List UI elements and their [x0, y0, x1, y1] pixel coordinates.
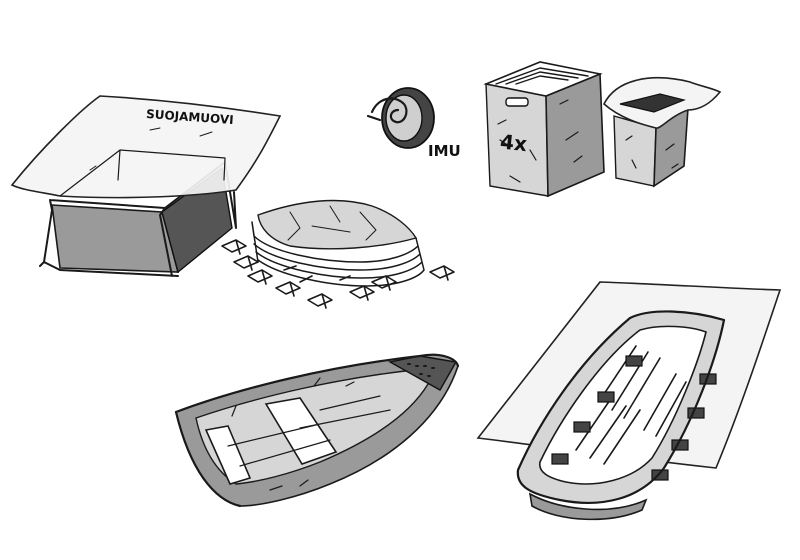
nested-boxes: 4x — [483, 61, 605, 198]
clamp — [221, 239, 247, 255]
clamp — [429, 265, 455, 281]
lined-box-scratches — [625, 135, 679, 169]
frame-tub-with-cover: SUOJAMUOVI — [10, 95, 282, 277]
box-inner-rims — [495, 67, 589, 85]
pump-handle — [366, 97, 408, 124]
stretcher-handle — [573, 421, 591, 433]
boat-scratches — [197, 377, 355, 491]
clamp — [283, 265, 351, 283]
boat-rivets — [407, 363, 435, 377]
clamp — [307, 293, 333, 309]
lined-box — [603, 76, 722, 188]
stretcher-handle — [597, 391, 615, 403]
cover-sheet — [10, 95, 282, 199]
clamp — [247, 269, 273, 285]
stretcher-handle — [651, 469, 669, 481]
boat-ribs — [227, 395, 391, 467]
sheet-glint — [89, 127, 213, 171]
pump-label: IMU — [428, 142, 461, 160]
cover-sheet-edge — [59, 149, 226, 197]
box-handle-slot — [505, 97, 529, 107]
stretcher-base — [528, 492, 648, 521]
stack-top — [257, 199, 418, 250]
clamp — [275, 281, 301, 297]
stack-layers — [251, 221, 425, 287]
tub-frame — [39, 161, 237, 277]
stretcher-handle — [625, 355, 643, 367]
pump-device: IMU — [366, 87, 461, 160]
stretcher-handle — [551, 453, 569, 465]
clamps — [221, 239, 455, 309]
box-count-label: 4x — [499, 130, 528, 157]
lined-box-opening — [619, 93, 686, 113]
stretcher-rim — [516, 310, 726, 504]
clamp — [349, 285, 375, 301]
boat-seats — [204, 397, 338, 485]
box-top-rim — [483, 61, 603, 97]
rowing-boat — [174, 353, 460, 508]
stretcher-bed — [539, 325, 707, 485]
stack-fold-lines — [287, 205, 377, 241]
stretcher-on-sheet — [476, 281, 782, 521]
cover-sheet-label: SUOJAMUOVI — [146, 107, 234, 127]
folded-sheet-stack — [221, 199, 455, 309]
box-scratches — [497, 99, 583, 183]
clamp — [371, 275, 397, 291]
clamp — [233, 255, 259, 271]
stretcher-slots — [575, 345, 687, 465]
